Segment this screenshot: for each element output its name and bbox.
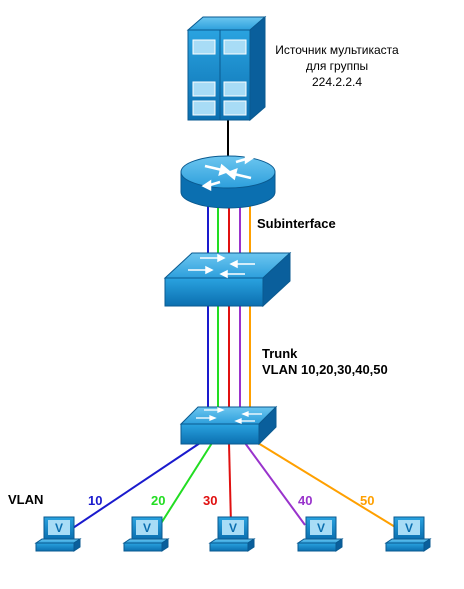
trunk-label: Trunk xyxy=(262,346,298,361)
subinterface-label: Subinterface xyxy=(257,216,336,231)
vlan-50-label: 50 xyxy=(360,493,375,508)
pc-icon: V xyxy=(384,516,432,552)
source-line-1: Источник мультикаста xyxy=(275,43,399,57)
multicast-source-label: Источник мультикаста для группы 224.2.2.… xyxy=(262,42,412,90)
pc-icon: V xyxy=(296,516,344,552)
access-link-30 xyxy=(228,442,232,526)
vlan-label: VLAN xyxy=(8,492,44,507)
svg-text:V: V xyxy=(405,521,413,535)
server-icon xyxy=(186,15,267,122)
access-link-10 xyxy=(54,442,201,541)
access-link-20 xyxy=(159,442,213,526)
source-line-3: 224.2.2.4 xyxy=(311,75,363,89)
router-icon xyxy=(180,152,276,209)
l3-switch-icon xyxy=(163,251,292,308)
vlan-30-label: 30 xyxy=(203,493,218,508)
vlan-40-label: 40 xyxy=(298,493,313,508)
vlan-20-label: 20 xyxy=(151,493,166,508)
subinterface-links xyxy=(207,205,251,260)
pc-icon: V xyxy=(208,516,256,552)
svg-text:V: V xyxy=(55,521,63,535)
access-link-40 xyxy=(244,442,306,526)
access-link-50 xyxy=(257,442,401,531)
access-links xyxy=(54,442,401,541)
svg-text:V: V xyxy=(229,521,237,535)
svg-text:V: V xyxy=(143,521,151,535)
pc-icon: V xyxy=(122,516,170,552)
source-line-2: для группы xyxy=(305,59,369,73)
trunk-vlans-label: VLAN 10,20,30,40,50 xyxy=(262,362,388,377)
l2-switch-icon xyxy=(179,405,278,446)
pc-icon: V xyxy=(34,516,82,552)
trunk-links xyxy=(207,305,251,410)
vlan-10-label: 10 xyxy=(88,493,103,508)
svg-text:V: V xyxy=(317,521,325,535)
